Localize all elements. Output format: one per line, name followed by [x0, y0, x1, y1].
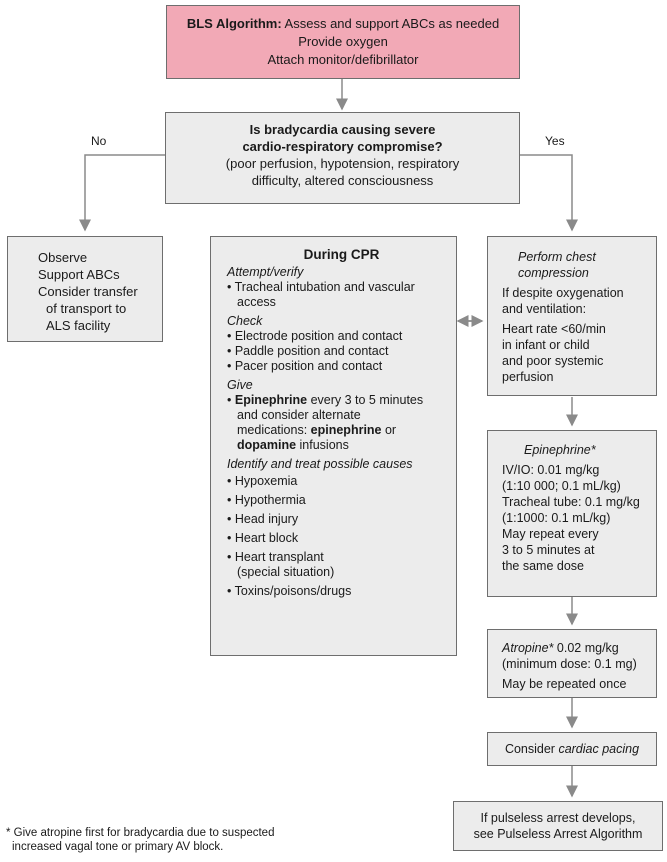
compress-line-5: and poor systemic: [502, 354, 604, 368]
epi-title: Epinephrine*: [524, 443, 596, 457]
atropine-line-2: (minimum dose: 0.1 mg): [502, 657, 637, 671]
compress-title-1: Perform chest: [518, 250, 596, 264]
pulseless-arrest-box: If pulseless arrest develops, see Pulsel…: [453, 801, 663, 851]
compress-line-6: perfusion: [502, 370, 554, 384]
cpr-give-text-5: infusions: [296, 438, 349, 452]
question-line-1: Is bradycardia causing severe: [249, 122, 436, 137]
cpr-give-line-1: • Epinephrine every 3 to 5 minutes: [227, 393, 424, 407]
footnote-line-2: increased vagal tone or primary AV block…: [12, 841, 224, 853]
bls-line-monitor: Attach monitor/defibrillator: [267, 52, 419, 67]
cardiac-pacing-box: Consider cardiac pacing: [487, 732, 657, 766]
cause-toxins: • Toxins/poisons/drugs: [227, 584, 352, 598]
compress-line-1: If despite oxygenation: [502, 286, 624, 300]
observe-line-5: ALS facility: [46, 318, 111, 333]
epi-line-6: 3 to 5 minutes at: [502, 543, 595, 557]
cpr-give-text-4: or: [381, 423, 397, 437]
cpr-title: During CPR: [303, 247, 380, 262]
epi-line-4: (1:1000: 0.1 mL/kg): [502, 511, 611, 525]
compress-line-4: in infant or child: [502, 338, 590, 352]
footnote-line-1: * Give atropine first for bradycardia du…: [6, 827, 275, 839]
cause-hypoxemia: • Hypoxemia: [227, 474, 298, 488]
compress-line-2: and ventilation:: [502, 302, 587, 316]
compress-line-3: Heart rate <60/min: [502, 322, 606, 336]
arrest-line-2: see Pulseless Arrest Algorithm: [473, 827, 643, 841]
yes-label: Yes: [545, 134, 565, 148]
cpr-give-line-3: medications: epinephrine or: [227, 423, 456, 438]
cause-heart-transplant: • Heart transplant: [227, 550, 324, 564]
bradycardia-question-box: Is bradycardia causing severe cardio-res…: [165, 112, 520, 204]
atropine-dose: 0.02 mg/kg: [553, 641, 619, 655]
cpr-give-line-4: dopamine infusions: [227, 438, 456, 453]
chest-compression-box: Perform chest compression If despite oxy…: [487, 236, 657, 396]
cpr-check-item-3: • Pacer position and contact: [227, 359, 383, 373]
cause-head-injury: • Head injury: [227, 512, 299, 526]
bls-line-oxygen: Provide oxygen: [298, 34, 388, 49]
observe-line-2: Support ABCs: [38, 267, 120, 282]
cpr-check-item-1: • Electrode position and contact: [227, 329, 403, 343]
cpr-give-heading: Give: [227, 378, 253, 392]
cpr-give-line-2: and consider alternate: [237, 408, 361, 422]
epi-line-1: IV/IO: 0.01 mg/kg: [502, 463, 600, 477]
atropine-box: Atropine* 0.02 mg/kg (minimum dose: 0.1 …: [487, 629, 657, 698]
bls-algorithm-box: BLS Algorithm: Assess and support ABCs a…: [166, 5, 520, 79]
dopamine-bold: dopamine: [237, 438, 297, 452]
cause-hypothermia: • Hypothermia: [227, 493, 306, 507]
epi-line-2: (1:10 000; 0.1 mL/kg): [502, 479, 621, 493]
question-detail-1: (poor perfusion, hypotension, respirator…: [225, 156, 460, 171]
observe-box: Observe Support ABCs Consider transfer o…: [7, 236, 163, 342]
epinephrine-box: Epinephrine* IV/IO: 0.01 mg/kg (1:10 000…: [487, 430, 657, 597]
cause-special-situation: (special situation): [237, 565, 335, 579]
cpr-identify-heading: Identify and treat possible causes: [227, 457, 413, 471]
bls-title: BLS Algorithm:: [186, 16, 282, 31]
pacing-italic: cardiac pacing: [558, 742, 640, 756]
question-line-2: cardio-respiratory compromise?: [242, 139, 443, 154]
during-cpr-box: During CPR Attempt/verify • Tracheal int…: [210, 236, 457, 656]
epi-line-7: the same dose: [502, 559, 584, 573]
cpr-attempt-item-1: • Tracheal intubation and vascular: [227, 280, 415, 294]
observe-line-3: Consider transfer: [38, 284, 138, 299]
atropine-name: Atropine*: [502, 641, 554, 655]
cpr-check-heading: Check: [227, 314, 263, 328]
cpr-give-text-1: every 3 to 5 minutes: [307, 393, 424, 407]
epinephrine-bold-2: epinephrine: [310, 423, 382, 437]
epi-line-5: May repeat every: [502, 527, 599, 541]
footnote: * Give atropine first for bradycardia du…: [6, 826, 274, 854]
epi-line-3: Tracheal tube: 0.1 mg/kg: [502, 495, 640, 509]
atropine-line-3: May be repeated once: [502, 677, 627, 691]
no-label: No: [91, 134, 107, 148]
atropine-line-1: Atropine* 0.02 mg/kg: [502, 640, 656, 656]
arrest-line-1: If pulseless arrest develops,: [480, 811, 636, 825]
question-detail-2: difficulty, altered consciousness: [251, 173, 434, 188]
cpr-give-text-3: medications:: [237, 423, 311, 437]
observe-line-1: Observe: [38, 250, 88, 265]
compress-title-2: compression: [518, 266, 589, 280]
cause-heart-block: • Heart block: [227, 531, 299, 545]
cpr-attempt-item-2: access: [237, 295, 276, 309]
epinephrine-bold-1: Epinephrine: [234, 393, 308, 407]
cpr-attempt-heading: Attempt/verify: [227, 265, 304, 279]
bls-title-rest: Assess and support ABCs as needed: [281, 16, 500, 31]
pacing-text: Consider: [504, 742, 559, 756]
observe-line-4: of transport to: [46, 301, 127, 316]
cpr-check-item-2: • Paddle position and contact: [227, 344, 389, 358]
